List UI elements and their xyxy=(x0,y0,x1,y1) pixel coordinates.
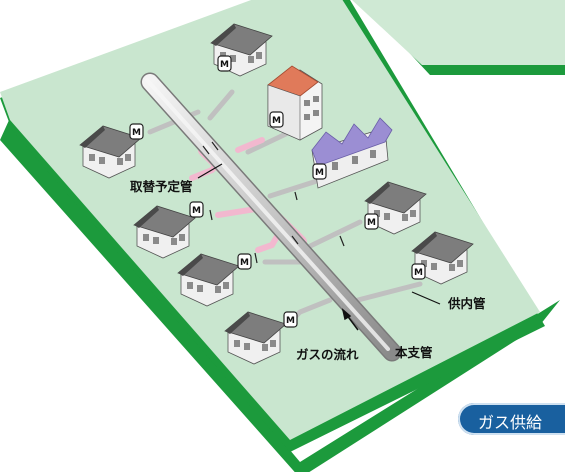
meter-icon: M xyxy=(283,311,298,328)
label-gas-flow: ガスの流れ xyxy=(296,347,359,362)
meter-letter: M xyxy=(414,268,423,278)
meter-letter: M xyxy=(132,128,141,138)
meter-icon: M xyxy=(189,201,204,218)
ground-plate-back xyxy=(352,0,565,75)
pipe-joints xyxy=(202,141,345,264)
meter-icon: M xyxy=(237,253,252,270)
meter-letter: M xyxy=(192,206,201,216)
meter-letter: M xyxy=(286,316,295,326)
arrow-icon xyxy=(341,307,359,331)
meter-letter: M xyxy=(315,168,324,178)
meter-icon: M xyxy=(312,163,327,180)
label-service-pipe: 供内管 xyxy=(447,296,486,311)
meter-icon: M xyxy=(269,111,284,128)
meter-letter: M xyxy=(220,60,229,70)
meter-icon: M xyxy=(411,263,426,280)
meter-letter: M xyxy=(272,116,281,126)
meter-icon: M xyxy=(129,123,144,140)
meter-letter: M xyxy=(367,218,376,228)
meter-icon: M xyxy=(364,213,379,230)
label-replacement-pipe: 取替予定管 xyxy=(130,179,193,194)
gas-supply-badge: ガス供給 xyxy=(458,403,565,435)
leader-lines xyxy=(197,163,441,305)
meter-letter: M xyxy=(240,258,249,268)
main-pipe xyxy=(140,72,402,362)
meter-icon: M xyxy=(217,55,232,72)
badge-text: ガス供給 xyxy=(478,413,543,432)
label-main-pipe: 本支管 xyxy=(395,345,433,360)
